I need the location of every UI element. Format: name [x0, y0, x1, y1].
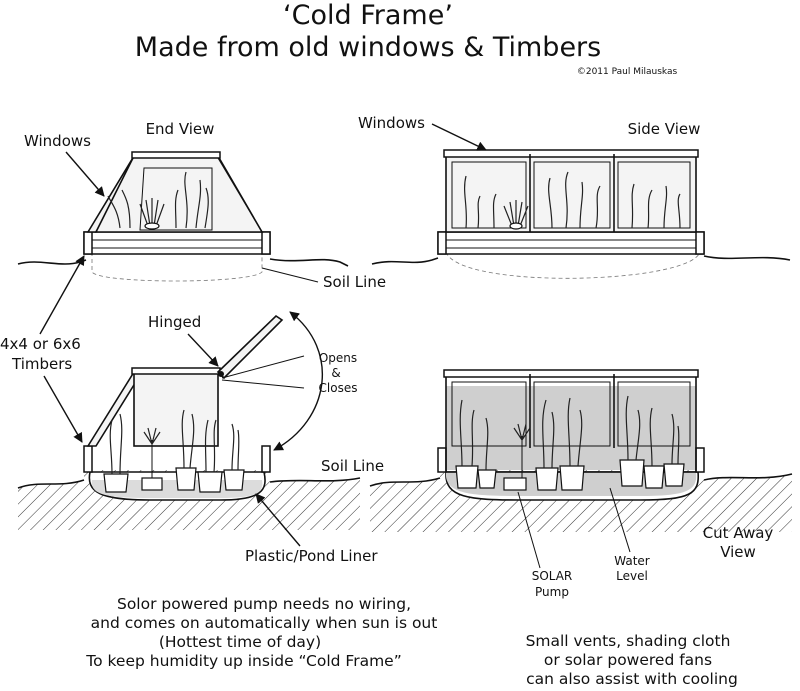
pots-end-cutaway	[103, 409, 245, 493]
front-window-cutaway	[133, 371, 219, 447]
opens-closes-arc	[273, 311, 323, 451]
soil-line-leader-top	[261, 267, 319, 283]
pump-end-cutaway	[141, 477, 163, 491]
cutaway-label-line-1: Cut Away	[703, 524, 774, 542]
hinged-label: Hinged	[148, 313, 201, 331]
solar-pump-label-line-2: Pump	[535, 585, 569, 599]
windows-arrow-right	[431, 123, 487, 151]
side-cutaway-drawing	[369, 369, 793, 532]
liner-label: Plastic/Pond Liner	[245, 547, 378, 565]
windows-label-right: Windows	[358, 114, 425, 132]
front-window-end-view	[94, 155, 264, 233]
pump-note-line-3: (Hottest time of day)	[159, 633, 321, 651]
soil-line-label-bottom: Soil Line	[321, 457, 384, 475]
cutaway-label-line-2: View	[720, 543, 756, 561]
closes-label: Closes	[319, 381, 358, 395]
opens-label: Opens	[319, 351, 357, 365]
pump-note-line-1: Solor powered pump needs no wiring,	[117, 595, 411, 613]
hinge-point	[218, 371, 224, 377]
cooling-note-line-2: or solar powered fans	[544, 651, 712, 669]
buried-outline-side-view	[445, 251, 701, 279]
timbers-label-line-2: Timbers	[11, 355, 72, 373]
plants-side-view	[463, 171, 681, 230]
timbers-arrow-down	[43, 375, 83, 443]
timber-base-side-view	[437, 231, 705, 255]
pump-note-line-4: To keep humidity up inside “Cold Frame”	[85, 652, 401, 670]
windows-label-left: Windows	[24, 132, 91, 150]
water-level-label-line-2: Level	[616, 569, 648, 583]
amp-label: &	[331, 366, 340, 380]
pump-side-cutaway	[503, 477, 527, 491]
water-level-label-line-1: Water	[614, 554, 650, 568]
end-view-drawing	[17, 151, 349, 282]
copyright: ©2011 Paul Milauskas	[577, 67, 678, 77]
side-windows	[445, 153, 697, 233]
timbers-label-line-1: 4x4 or 6x6	[0, 335, 81, 353]
solar-pump-leader	[517, 491, 541, 569]
windows-arrow-left	[65, 151, 105, 197]
solar-pump-label-line-1: SOLAR	[532, 569, 573, 583]
top-frame-end-view	[131, 151, 221, 159]
top-frame-side-view	[443, 149, 699, 158]
hinged-arrow	[187, 333, 219, 367]
buried-outline-end-view	[91, 252, 263, 282]
hinged-lid-open	[216, 314, 284, 380]
soil-line-label-top: Soil Line	[323, 273, 386, 291]
water-fill-glass	[446, 386, 696, 470]
cooling-note-line-3: can also assist with cooling	[526, 670, 738, 688]
ground-line-end-view	[17, 258, 349, 267]
water-level-leader	[609, 487, 631, 553]
end-cutaway-drawing	[17, 314, 361, 530]
timbers-arrow-up	[39, 255, 85, 335]
title-line-1: ‘Cold Frame’	[283, 0, 453, 31]
ground-line-side-view	[371, 255, 791, 265]
cooling-note-line-1: Small vents, shading cloth	[526, 632, 731, 650]
side-view-drawing	[371, 149, 791, 279]
end-view-label: End View	[146, 120, 215, 138]
timber-base-end-view	[83, 231, 271, 255]
title-line-2: Made from old windows & Timbers	[135, 32, 601, 63]
plants-end-view	[107, 171, 209, 230]
side-view-label: Side View	[628, 120, 701, 138]
pump-note-line-2: and comes on automatically when sun is o…	[91, 614, 438, 632]
pots-side-cutaway	[455, 395, 685, 491]
liner-arrow	[255, 493, 301, 547]
